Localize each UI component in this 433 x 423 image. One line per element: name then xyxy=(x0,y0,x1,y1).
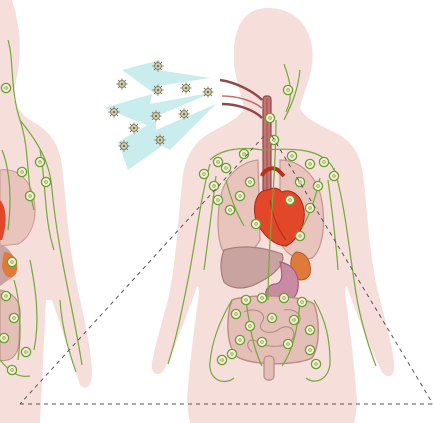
arrow-middle xyxy=(104,92,214,128)
left-intestines xyxy=(0,290,20,361)
rectum xyxy=(264,356,274,380)
left-body-figure xyxy=(0,0,92,423)
arrow-upper xyxy=(122,60,210,96)
center-body-figure xyxy=(152,8,395,423)
